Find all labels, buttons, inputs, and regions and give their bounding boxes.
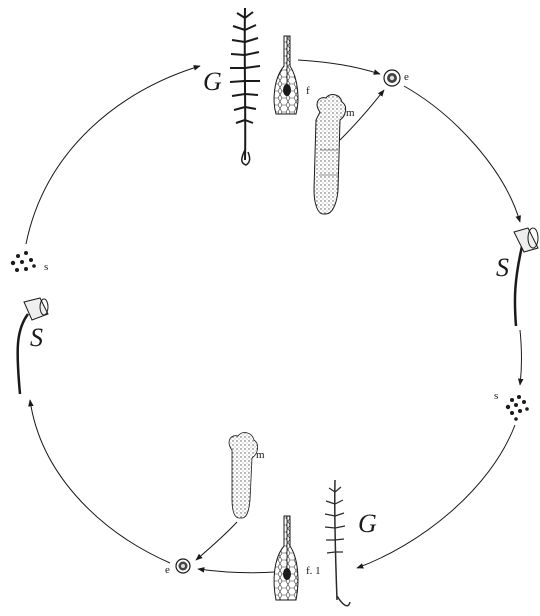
egg-top-illustration [384,70,400,86]
antheridium-top-illustration [314,95,346,214]
arrow-male-to-egg-bottom [196,522,237,560]
archegonium-bottom-illustration [274,516,298,600]
label-male-top: m [346,107,355,119]
label-spores-left: s [44,261,48,273]
label-male-bottom: m [256,449,265,461]
gametophyte-bottom-illustration [325,480,350,606]
label-gametophyte-bottom: G [358,509,377,538]
label-egg-bottom: e [165,564,170,576]
antheridium-bottom-illustration [229,433,258,518]
sporophyte-right-illustration [514,228,538,326]
label-gametophyte-top: G [203,67,222,96]
cycle-arrows [26,60,522,573]
arrow-egg-to-sporophyte-left [30,400,170,563]
arrow-egg-to-sporophyte-right [404,86,520,222]
arrow-female-to-egg-bottom [198,569,275,573]
arrow-female-to-egg-top [298,60,380,74]
label-female-bottom: f. 1 [306,565,321,577]
label-sporophyte-right: S [496,253,509,282]
arrow-spores-to-gametophyte-bottom [357,425,515,568]
label-spores-right: s [494,390,498,402]
egg-bottom-illustration [176,559,190,573]
spores-left-illustration [11,251,36,272]
spores-right-illustration [506,395,529,421]
arrow-sporophyte-to-spores-right [520,330,522,385]
label-female-top: f [306,85,310,97]
arrow-spores-to-gametophyte-top [26,66,200,244]
label-egg-top: e [404,71,409,83]
gametophyte-top-illustration [230,8,260,165]
archegonium-top-illustration [274,36,298,114]
label-sporophyte-left: S [30,323,43,352]
